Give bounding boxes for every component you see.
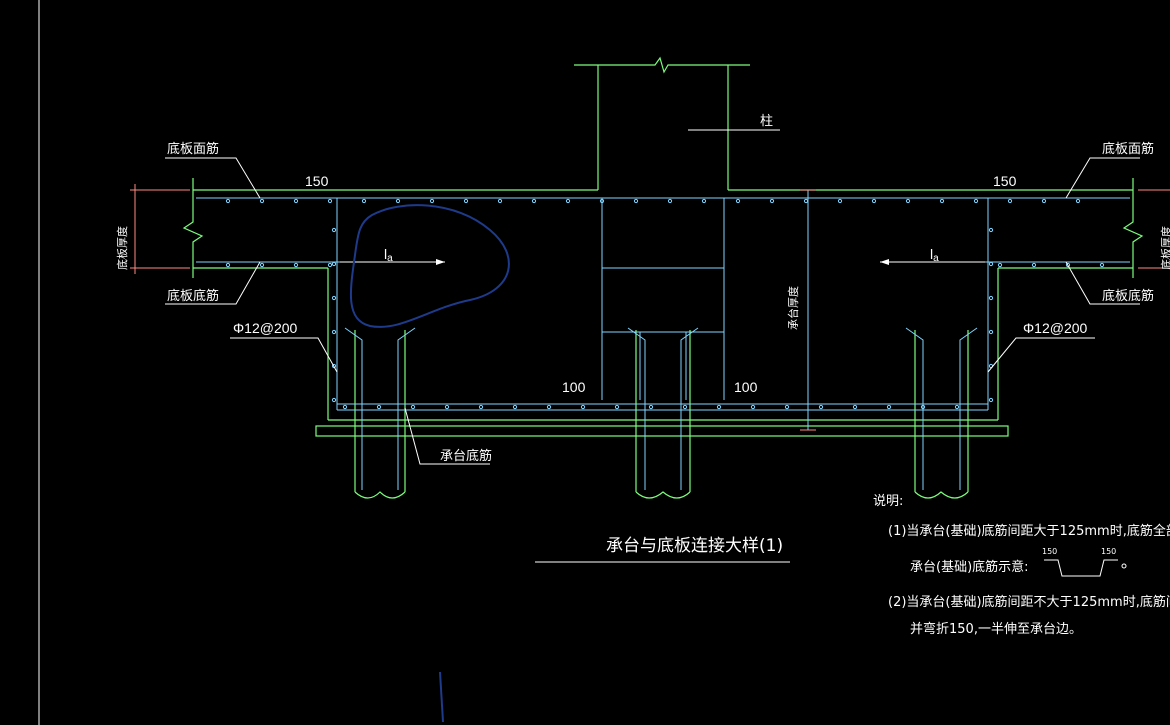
rebar-dot [648, 404, 654, 410]
rebar-dot [565, 198, 571, 204]
rebar-dot [954, 404, 960, 410]
rebar-dot [716, 404, 722, 410]
rebar-dot [939, 198, 945, 204]
rebar-dot [988, 261, 994, 267]
rebar-dot [920, 404, 926, 410]
rebar-dot [531, 198, 537, 204]
rebar-dot [293, 198, 299, 204]
rebar-dot [512, 404, 518, 410]
rebar-dot [803, 198, 809, 204]
slab-top-bar-label-right: 底板面筋 [1102, 141, 1154, 157]
rebar-dot [497, 198, 503, 204]
rebar-dot [331, 329, 337, 335]
note-2-line-2: 并弯折150,一半伸至承台边。 [910, 621, 1082, 637]
dim-bottom-right: 100 [734, 379, 758, 395]
rebar-dot [667, 198, 673, 204]
rebar-dot [1099, 262, 1105, 268]
concrete-outline [182, 56, 1144, 499]
rebar-dot [429, 198, 435, 204]
column-label: 柱 [760, 114, 773, 129]
markup-stroke [439, 671, 444, 723]
anchor-length-label-left: la [384, 246, 393, 264]
dim-top-right: 150 [993, 173, 1017, 189]
slab-thickness-label-left: 底板厚度 [115, 226, 129, 270]
slab-top-bar-label-left: 底板面筋 [167, 141, 219, 157]
rebar-dot [905, 198, 911, 204]
rebar-dot [988, 397, 994, 403]
rebar-dot [1075, 198, 1081, 204]
slab-thickness-label-right: 底板厚度 [1159, 226, 1170, 270]
rebar-lines [196, 190, 1130, 490]
rebar-dot [852, 404, 858, 410]
cap-bottom-bar-label: 承台底筋 [440, 448, 492, 464]
note-1: (1)当承台(基础)底筋间距大于125mm时,底筋全部上弯至承台面 [888, 523, 1170, 539]
leader-lines [165, 129, 1140, 465]
dim-bottom-left: 100 [562, 379, 586, 395]
slab-bottom-bar-label-left: 底板底筋 [167, 288, 219, 304]
rebar-dot [546, 404, 552, 410]
rebar-dot [463, 198, 469, 204]
stirrup-label-right: Φ12@200 [1023, 320, 1088, 336]
rebar-dots [225, 198, 1105, 410]
rebar-dot [376, 404, 382, 410]
rebar-dot [225, 198, 231, 204]
rebar-dot [478, 404, 484, 410]
rebar-dot [342, 404, 348, 410]
stirrup-label-left: Φ12@200 [233, 320, 298, 336]
rebar-dot [682, 404, 688, 410]
svg-text:150: 150 [1101, 547, 1116, 556]
notes-heading: 说明: [873, 494, 903, 509]
rebar-dot [784, 404, 790, 410]
rebar-dot [997, 262, 1003, 268]
rebar-dot [1041, 198, 1047, 204]
rebar-dot [886, 404, 892, 410]
rebar-dot [701, 198, 707, 204]
slab-bottom-bar-label-right: 底板底筋 [1102, 288, 1154, 304]
rebar-dot [331, 397, 337, 403]
rebar-dot [818, 404, 824, 410]
rebar-dot [361, 198, 367, 204]
drawing-title: 承台与底板连接大样(1) [606, 536, 783, 556]
dimension-lines [130, 184, 1170, 431]
rebar-dot [871, 198, 877, 204]
rebar-dot [395, 198, 401, 204]
rebar-dot [259, 262, 265, 268]
rebar-dot [331, 295, 337, 301]
rebar-dot [988, 329, 994, 335]
rebar-dot [988, 227, 994, 233]
rebar-dot [327, 198, 333, 204]
rebar-dot [1065, 262, 1071, 268]
rebar-dot [973, 198, 979, 204]
note-1-bar-sketch: 150 150 [1042, 547, 1127, 577]
rebar-dot [331, 261, 337, 267]
note-2-line-1: (2)当承台(基础)底筋间距不大于125mm时,底筋间隔布置,一半 [888, 594, 1170, 610]
svg-text:150: 150 [1042, 547, 1057, 556]
rebar-dot [1031, 262, 1037, 268]
cap-thickness-label: 承台厚度 [786, 286, 800, 330]
rebar-dot [444, 404, 450, 410]
rebar-dot [1007, 198, 1013, 204]
rebar-dot [259, 198, 265, 204]
arrowheads [436, 259, 889, 265]
rebar-dot [837, 198, 843, 204]
rebar-dot [327, 262, 333, 268]
markup-cloud [349, 204, 510, 328]
rebar-dot [599, 198, 605, 204]
rebar-dot [769, 198, 775, 204]
rebar-dot [633, 198, 639, 204]
rebar-dot [580, 404, 586, 410]
rebar-dot [293, 262, 299, 268]
rebar-dot [331, 227, 337, 233]
rebar-dot [614, 404, 620, 410]
dim-top-left: 150 [305, 173, 329, 189]
anchor-length-label-right: la [930, 246, 939, 264]
rebar-dot [735, 198, 741, 204]
rebar-dot [750, 404, 756, 410]
rebar-dot [988, 295, 994, 301]
note-1-sub: 承台(基础)底筋示意: [910, 559, 1029, 575]
rebar-dot [410, 404, 416, 410]
rebar-dot [225, 262, 231, 268]
